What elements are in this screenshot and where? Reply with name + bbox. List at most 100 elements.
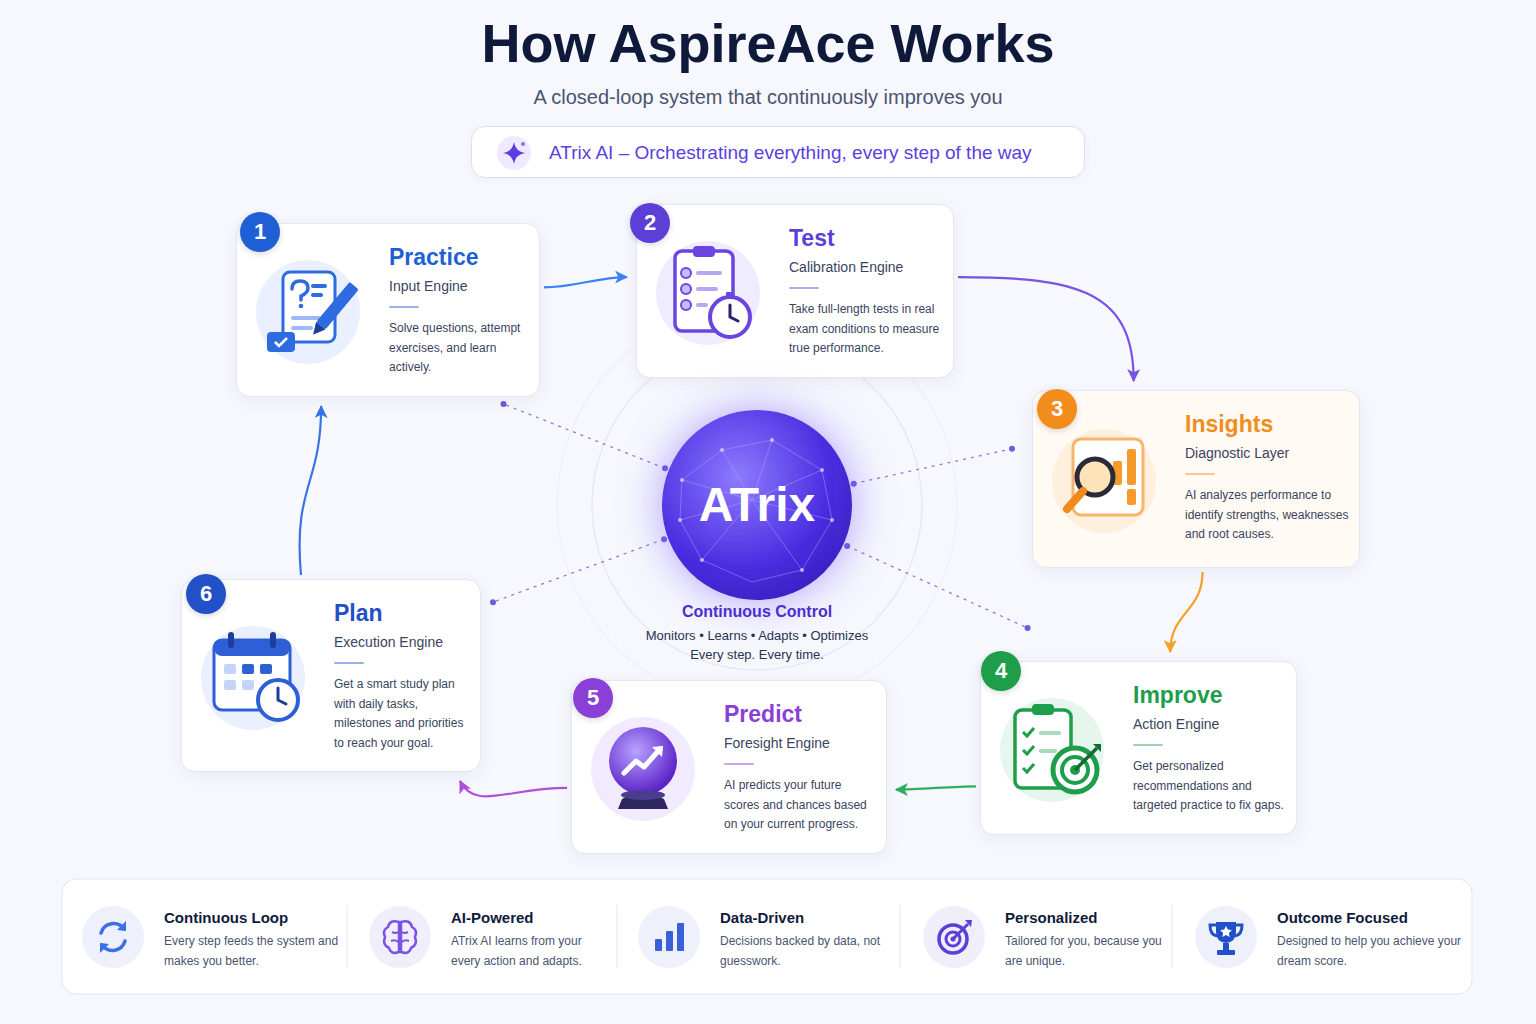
flow-arrow: [958, 277, 1134, 381]
feature-icon: [368, 905, 432, 969]
accent-rule: [789, 287, 819, 289]
feature-text: Outcome FocusedDesigned to help you achi…: [1277, 909, 1462, 971]
icon-holder: [1049, 425, 1159, 535]
bars-icon: [637, 905, 701, 969]
callout-number: 3: [1037, 389, 1077, 429]
step-heading: Practice: [389, 244, 531, 271]
feature-heading: Personalized: [1005, 909, 1168, 926]
dotted-link: [854, 449, 1012, 484]
core-orb: ATrixContinuous ControlMonitors • Learns…: [597, 400, 917, 670]
icon-holder: [653, 237, 763, 347]
text-column: TestCalibration EngineTake full-length t…: [789, 225, 945, 359]
step-card: ImproveAction EngineGet personalized rec…: [980, 661, 1297, 835]
feature-item: Continuous LoopEvery step feeds the syst…: [81, 905, 346, 969]
link-dot: [1025, 625, 1031, 631]
flow-arrow: [460, 781, 567, 796]
feature-heading: Continuous Loop: [164, 909, 344, 926]
dotted-link: [504, 404, 666, 468]
feature-item: AI-PoweredATrix AI learns from your ever…: [368, 905, 613, 969]
feature-item: Data-DrivenDecisions backed by data, not…: [637, 905, 897, 969]
step-card: PredictForesight Engine AI predicts your …: [571, 680, 887, 854]
feature-icon: [1194, 905, 1258, 969]
callout-number: 2: [630, 203, 670, 243]
feature-heading: AI-Powered: [451, 909, 611, 926]
feature-heading: Outcome Focused: [1277, 909, 1462, 926]
icon-holder: [588, 713, 698, 823]
step-heading: Plan: [334, 600, 472, 627]
diagram-title: How AspireAce Works: [0, 12, 1536, 74]
number-text: 4: [995, 658, 1007, 683]
trophy-icon: [1194, 905, 1258, 969]
step-description: Solve questions, attempt exercises, and …: [389, 319, 531, 378]
step-description: AI predicts your future scores and chanc…: [724, 776, 878, 835]
feature-item: Outcome FocusedDesigned to help you achi…: [1194, 905, 1464, 969]
step-card: InsightsDiagnostic LayerAI analyzes perf…: [1032, 390, 1360, 568]
dotted-link: [847, 546, 1027, 628]
step-description: Take full-length tests in real exam cond…: [789, 300, 945, 359]
feature-description: Designed to help you achieve your dream …: [1277, 932, 1462, 971]
flow-arrow: [896, 786, 976, 789]
accent-rule: [334, 662, 364, 664]
engine-name: Execution Engine: [334, 634, 472, 650]
orb-label: ATrix: [662, 410, 852, 600]
step-heading: Improve: [1133, 682, 1288, 709]
accent-rule: [1133, 744, 1163, 746]
callout-number: 4: [981, 651, 1021, 691]
callout-number: 5: [573, 678, 613, 718]
accent-rule: [389, 306, 419, 308]
header-pill: ATrix AI – Orchestrating everything, eve…: [471, 126, 1085, 178]
step-heading: Predict: [724, 701, 878, 728]
step-card: PlanExecution EngineGet a smart study pl…: [181, 579, 481, 772]
link-dot: [490, 599, 496, 605]
insights-icon: [1049, 425, 1159, 535]
feature-icon: [922, 905, 986, 969]
feature-description: Decisions backed by data, not guesswork.: [720, 932, 895, 971]
feature-text: PersonalizedTailored for you, because yo…: [1005, 909, 1168, 971]
number-text: 2: [644, 210, 656, 235]
feature-description: Tailored for you, because you are unique…: [1005, 932, 1168, 971]
text-column: ImproveAction EngineGet personalized rec…: [1133, 682, 1288, 816]
text-column: PracticeInput EngineSolve questions, att…: [389, 244, 531, 378]
link-dot: [1009, 446, 1015, 452]
brain-icon: [368, 905, 432, 969]
engine-name: Input Engine: [389, 278, 531, 294]
pill-text: ATrix AI – Orchestrating everything, eve…: [549, 142, 1032, 164]
number-text: 6: [200, 581, 212, 606]
dotted-link: [493, 539, 664, 602]
feature-description: ATrix AI learns from your every action a…: [451, 932, 611, 971]
orb-circle: ATrix: [662, 410, 852, 600]
step-card: TestCalibration EngineTake full-length t…: [636, 204, 954, 378]
test-icon: [653, 237, 763, 347]
engine-name: Calibration Engine: [789, 259, 945, 275]
engine-name: Foresight Engine: [724, 735, 878, 751]
control-heading: Continuous Control: [597, 603, 917, 621]
link-dot: [661, 536, 667, 542]
step-card: PracticeInput EngineSolve questions, att…: [236, 223, 540, 397]
text-column: PredictForesight Engine AI predicts your …: [724, 701, 878, 835]
link-dot: [851, 481, 857, 487]
feature-icon: [637, 905, 701, 969]
step-description: AI analyzes performance to identify stre…: [1185, 486, 1351, 545]
link-dot: [501, 401, 507, 407]
feature-icon: [81, 905, 145, 969]
plan-icon: [198, 622, 308, 732]
engine-name: Action Engine: [1133, 716, 1288, 732]
practice-icon: [253, 256, 363, 366]
step-description: Get personalized recommendations and tar…: [1133, 757, 1288, 816]
callout-number: 6: [186, 574, 226, 614]
icon-holder: [997, 694, 1107, 804]
feature-text: Data-DrivenDecisions backed by data, not…: [720, 909, 895, 971]
feature-heading: Data-Driven: [720, 909, 895, 926]
link-dot: [844, 543, 850, 549]
feature-band: [62, 879, 1472, 994]
target-icon: [922, 905, 986, 969]
feature-text: AI-PoweredATrix AI learns from your ever…: [451, 909, 611, 971]
icon-holder: [253, 256, 363, 366]
flow-arrow: [300, 406, 322, 575]
step-heading: Insights: [1185, 411, 1351, 438]
feature-description: Every step feeds the system and makes yo…: [164, 932, 344, 971]
callout-number: 1: [240, 212, 280, 252]
number-text: 3: [1051, 396, 1063, 421]
icon-holder: [198, 622, 308, 732]
